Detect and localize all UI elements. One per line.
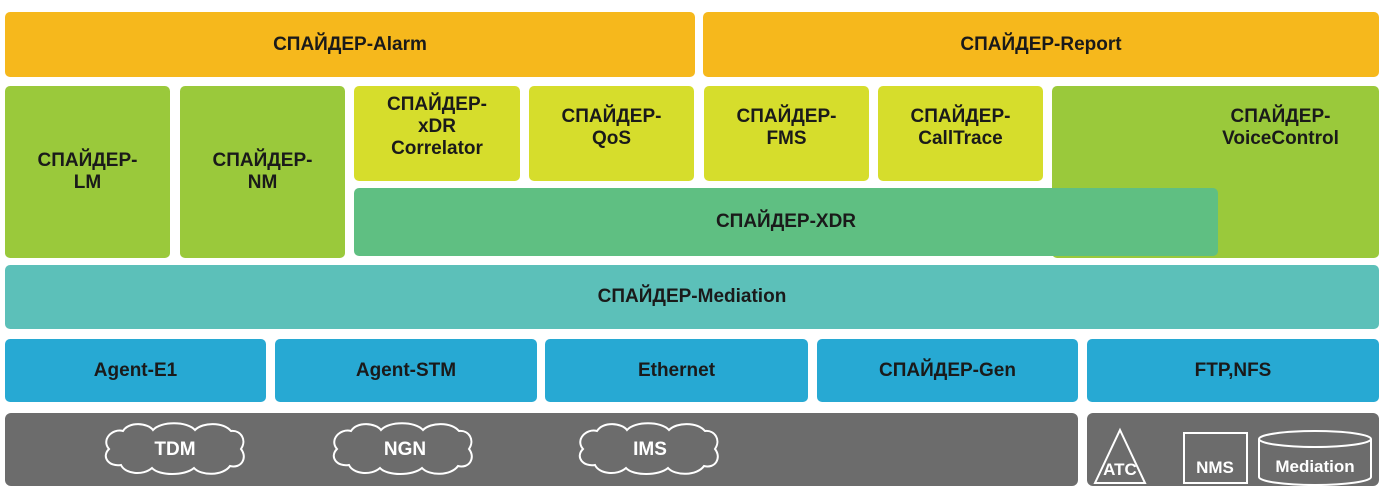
network-label-ngn: NGN [384, 439, 426, 460]
networks-panel: TDM NGN IMS [5, 413, 1078, 486]
alarm-block: СПАЙДЕР-Alarm [5, 12, 695, 77]
agent-stm-block: Agent-STM [275, 339, 537, 402]
mediation-block: СПАЙДЕР-Mediation [5, 265, 1379, 329]
atc-triangle-icon [1093, 427, 1147, 484]
sources-panel: ATC NMS Mediation [1087, 413, 1379, 486]
xdr-correlator-block: СПАЙДЕР- xDR Correlator [354, 86, 520, 181]
fms-block: СПАЙДЕР- FMS [704, 86, 869, 181]
nm-block: СПАЙДЕР- NM [180, 86, 345, 258]
network-label-ims: IMS [633, 439, 667, 460]
cloud-icon-ims [578, 422, 719, 475]
nms-box-icon [1183, 432, 1248, 484]
report-block: СПАЙДЕР-Report [703, 12, 1379, 77]
calltrace-block: СПАЙДЕР- CallTrace [878, 86, 1043, 181]
cloud-icon-tdm [104, 422, 245, 475]
cloud-icon-ngn [332, 422, 473, 475]
network-label-tdm: TDM [154, 439, 195, 460]
nms-label: NMS [1196, 458, 1234, 477]
qos-block: СПАЙДЕР- QoS [529, 86, 694, 181]
ftp-nfs-block: FTP,NFS [1087, 339, 1379, 402]
ethernet-block: Ethernet [545, 339, 808, 402]
xdr-block: СПАЙДЕР-XDR [354, 188, 1218, 256]
gen-block: СПАЙДЕР-Gen [817, 339, 1078, 402]
atc-label: ATC [1103, 460, 1137, 479]
agent-e1-block: Agent-E1 [5, 339, 266, 402]
lm-block: СПАЙДЕР- LM [5, 86, 170, 258]
mediation-source-label: Mediation [1275, 457, 1354, 476]
mediation-cylinder-icon [1258, 439, 1372, 486]
